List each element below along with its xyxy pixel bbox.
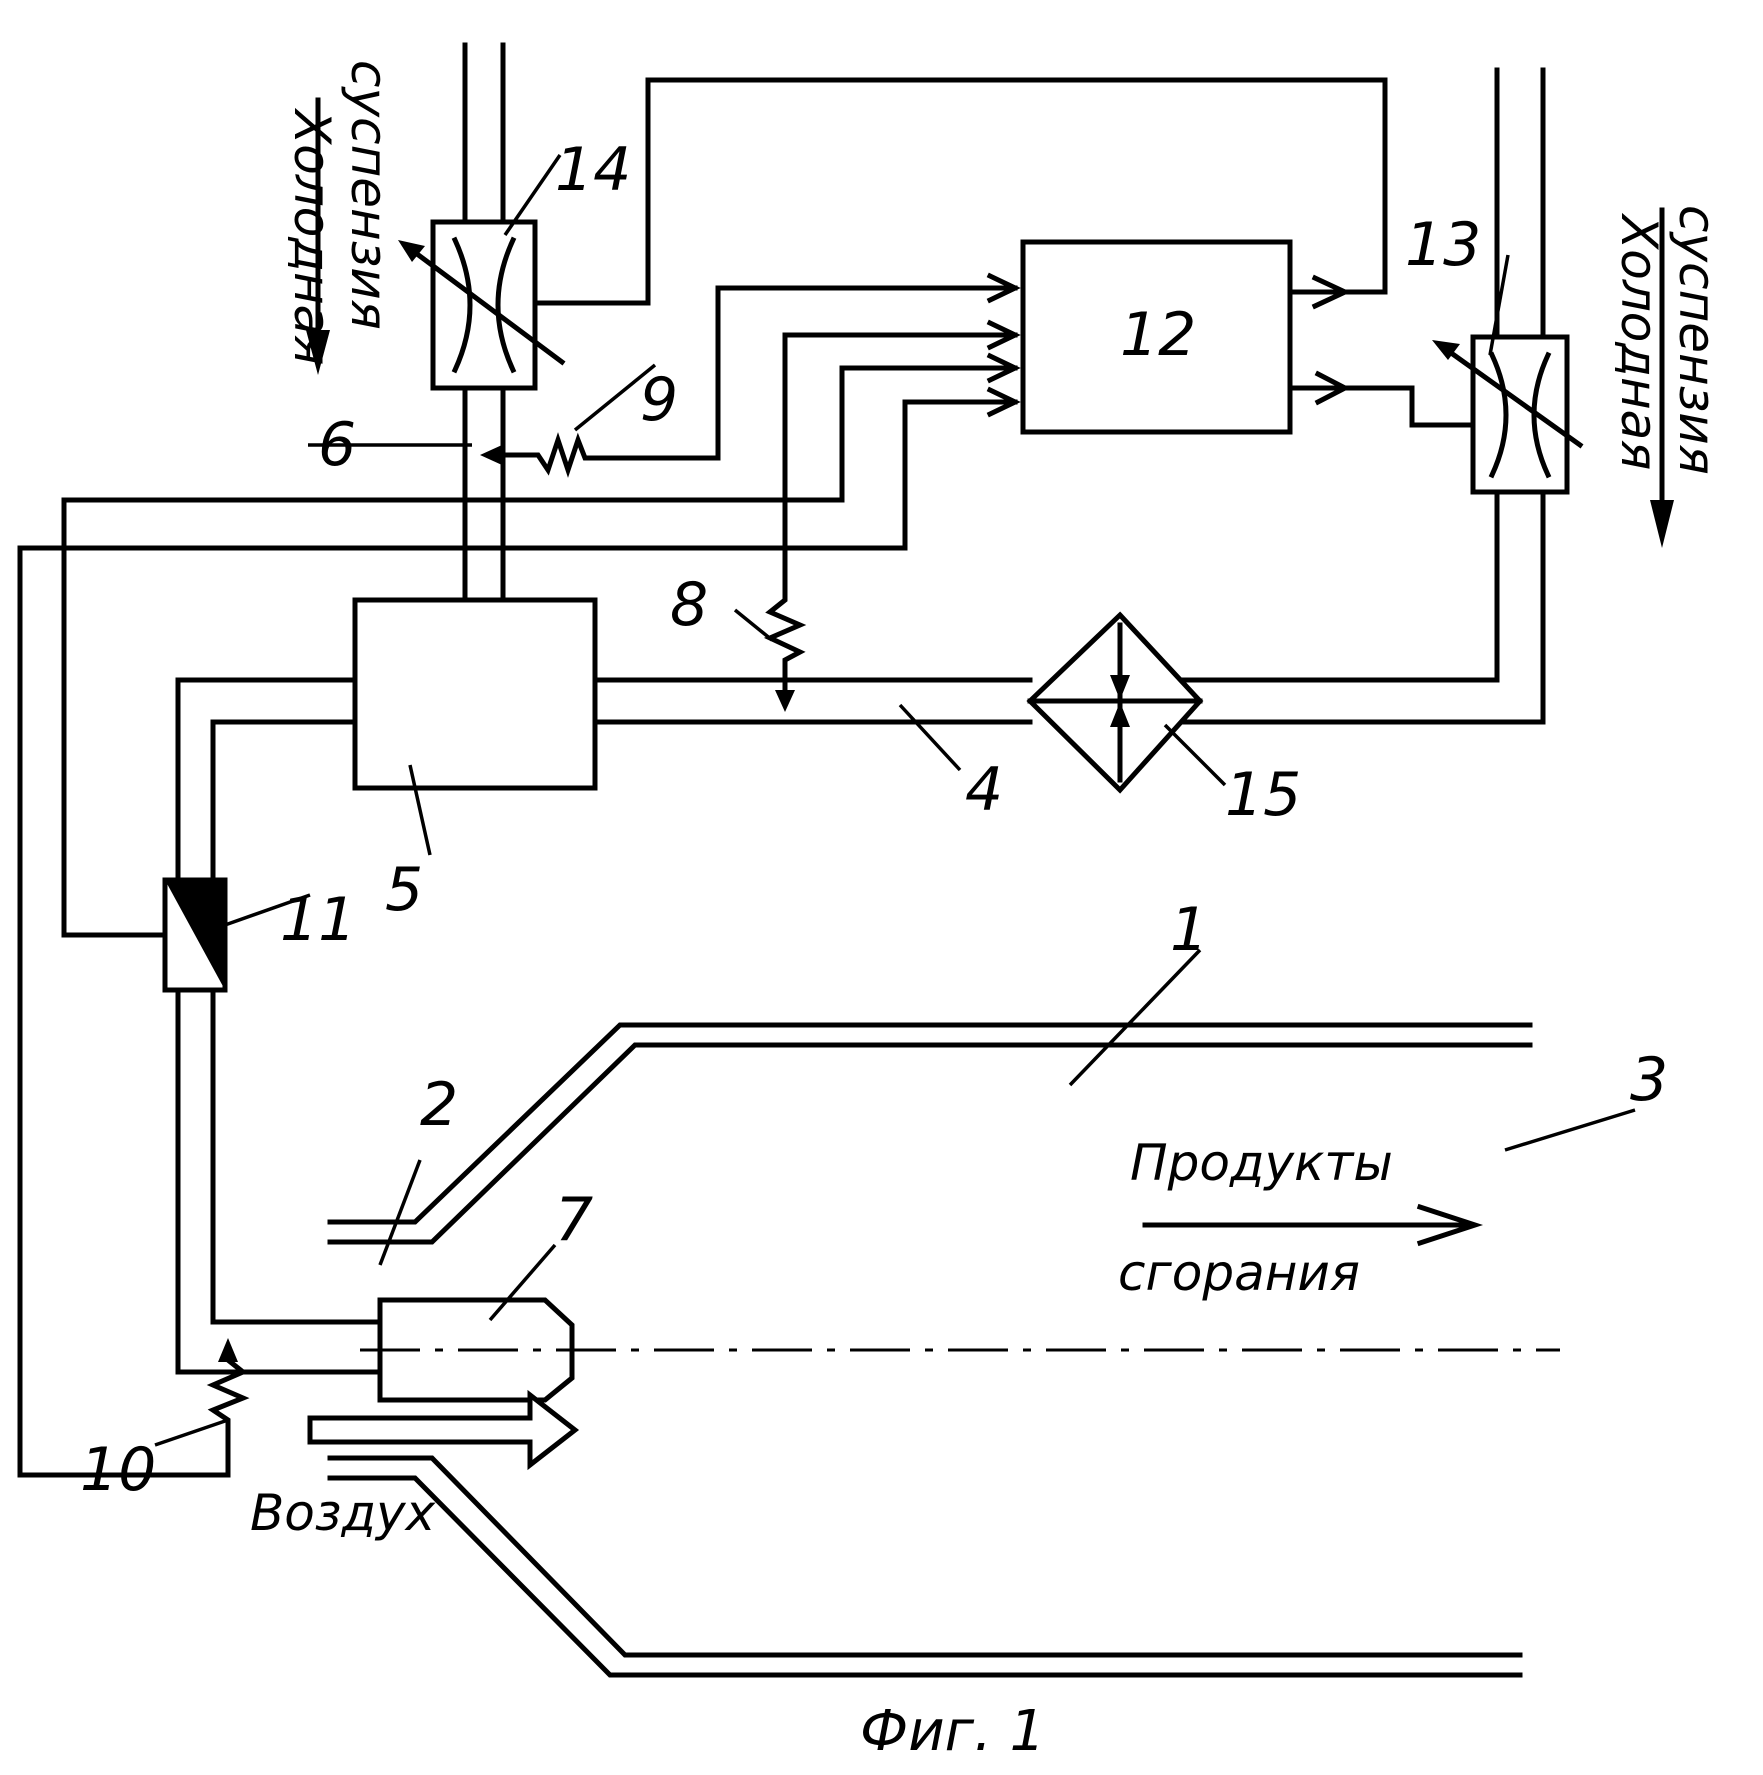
- right-cold-text-1: Холодная: [1610, 212, 1668, 470]
- air-sensor-loop: [20, 548, 228, 1475]
- left-cold-suspension-label: Холодная суспензия: [283, 60, 398, 375]
- products-text-2: сгорания: [1118, 1244, 1360, 1302]
- mixer-5: [355, 600, 595, 788]
- label-12: 12: [1120, 300, 1196, 370]
- signal-12-13: [1290, 388, 1473, 425]
- label-3: 3: [1630, 1045, 1668, 1115]
- heat-exchanger-15: [1030, 615, 1200, 790]
- label-4: 4: [965, 755, 1003, 825]
- annotations: Продукты сгорания Воздух Фиг. 1: [250, 1134, 1393, 1764]
- left-cold-text-1: Холодная: [283, 107, 341, 365]
- label-11: 11: [280, 885, 356, 955]
- label-15: 15: [1225, 760, 1301, 830]
- label-10: 10: [80, 1435, 156, 1505]
- combustion-products-arrow: [1145, 1207, 1475, 1243]
- label-7: 7: [555, 1185, 593, 1255]
- left-cold-text-2: суспензия: [340, 60, 398, 330]
- label-1: 1: [1170, 895, 1208, 965]
- figure-caption: Фиг. 1: [860, 1699, 1045, 1764]
- leader-lines: [155, 155, 1635, 1445]
- sensor-9: [480, 440, 590, 470]
- label-2: 2: [420, 1070, 458, 1140]
- air-inlet-arrow-icon: [310, 1395, 575, 1465]
- line-4: [595, 680, 1030, 722]
- control-valve-13: [1432, 337, 1580, 492]
- sensor-8: [770, 580, 800, 712]
- label-9: 9: [640, 365, 678, 435]
- label-5: 5: [385, 855, 423, 925]
- products-text-1: Продукты: [1130, 1134, 1393, 1192]
- label-13: 13: [1405, 210, 1481, 280]
- right-cold-arrow-icon: [1650, 500, 1674, 548]
- label-14: 14: [555, 135, 631, 205]
- mixer-to-burner-pipes: [178, 680, 380, 1372]
- label-8: 8: [670, 570, 708, 640]
- air-text: Воздух: [250, 1484, 436, 1542]
- right-cold-suspension-label: Холодная суспензия: [1610, 205, 1726, 548]
- label-6: 6: [318, 410, 356, 480]
- right-cold-text-2: суспензия: [1668, 205, 1726, 475]
- valve-11: [64, 505, 225, 990]
